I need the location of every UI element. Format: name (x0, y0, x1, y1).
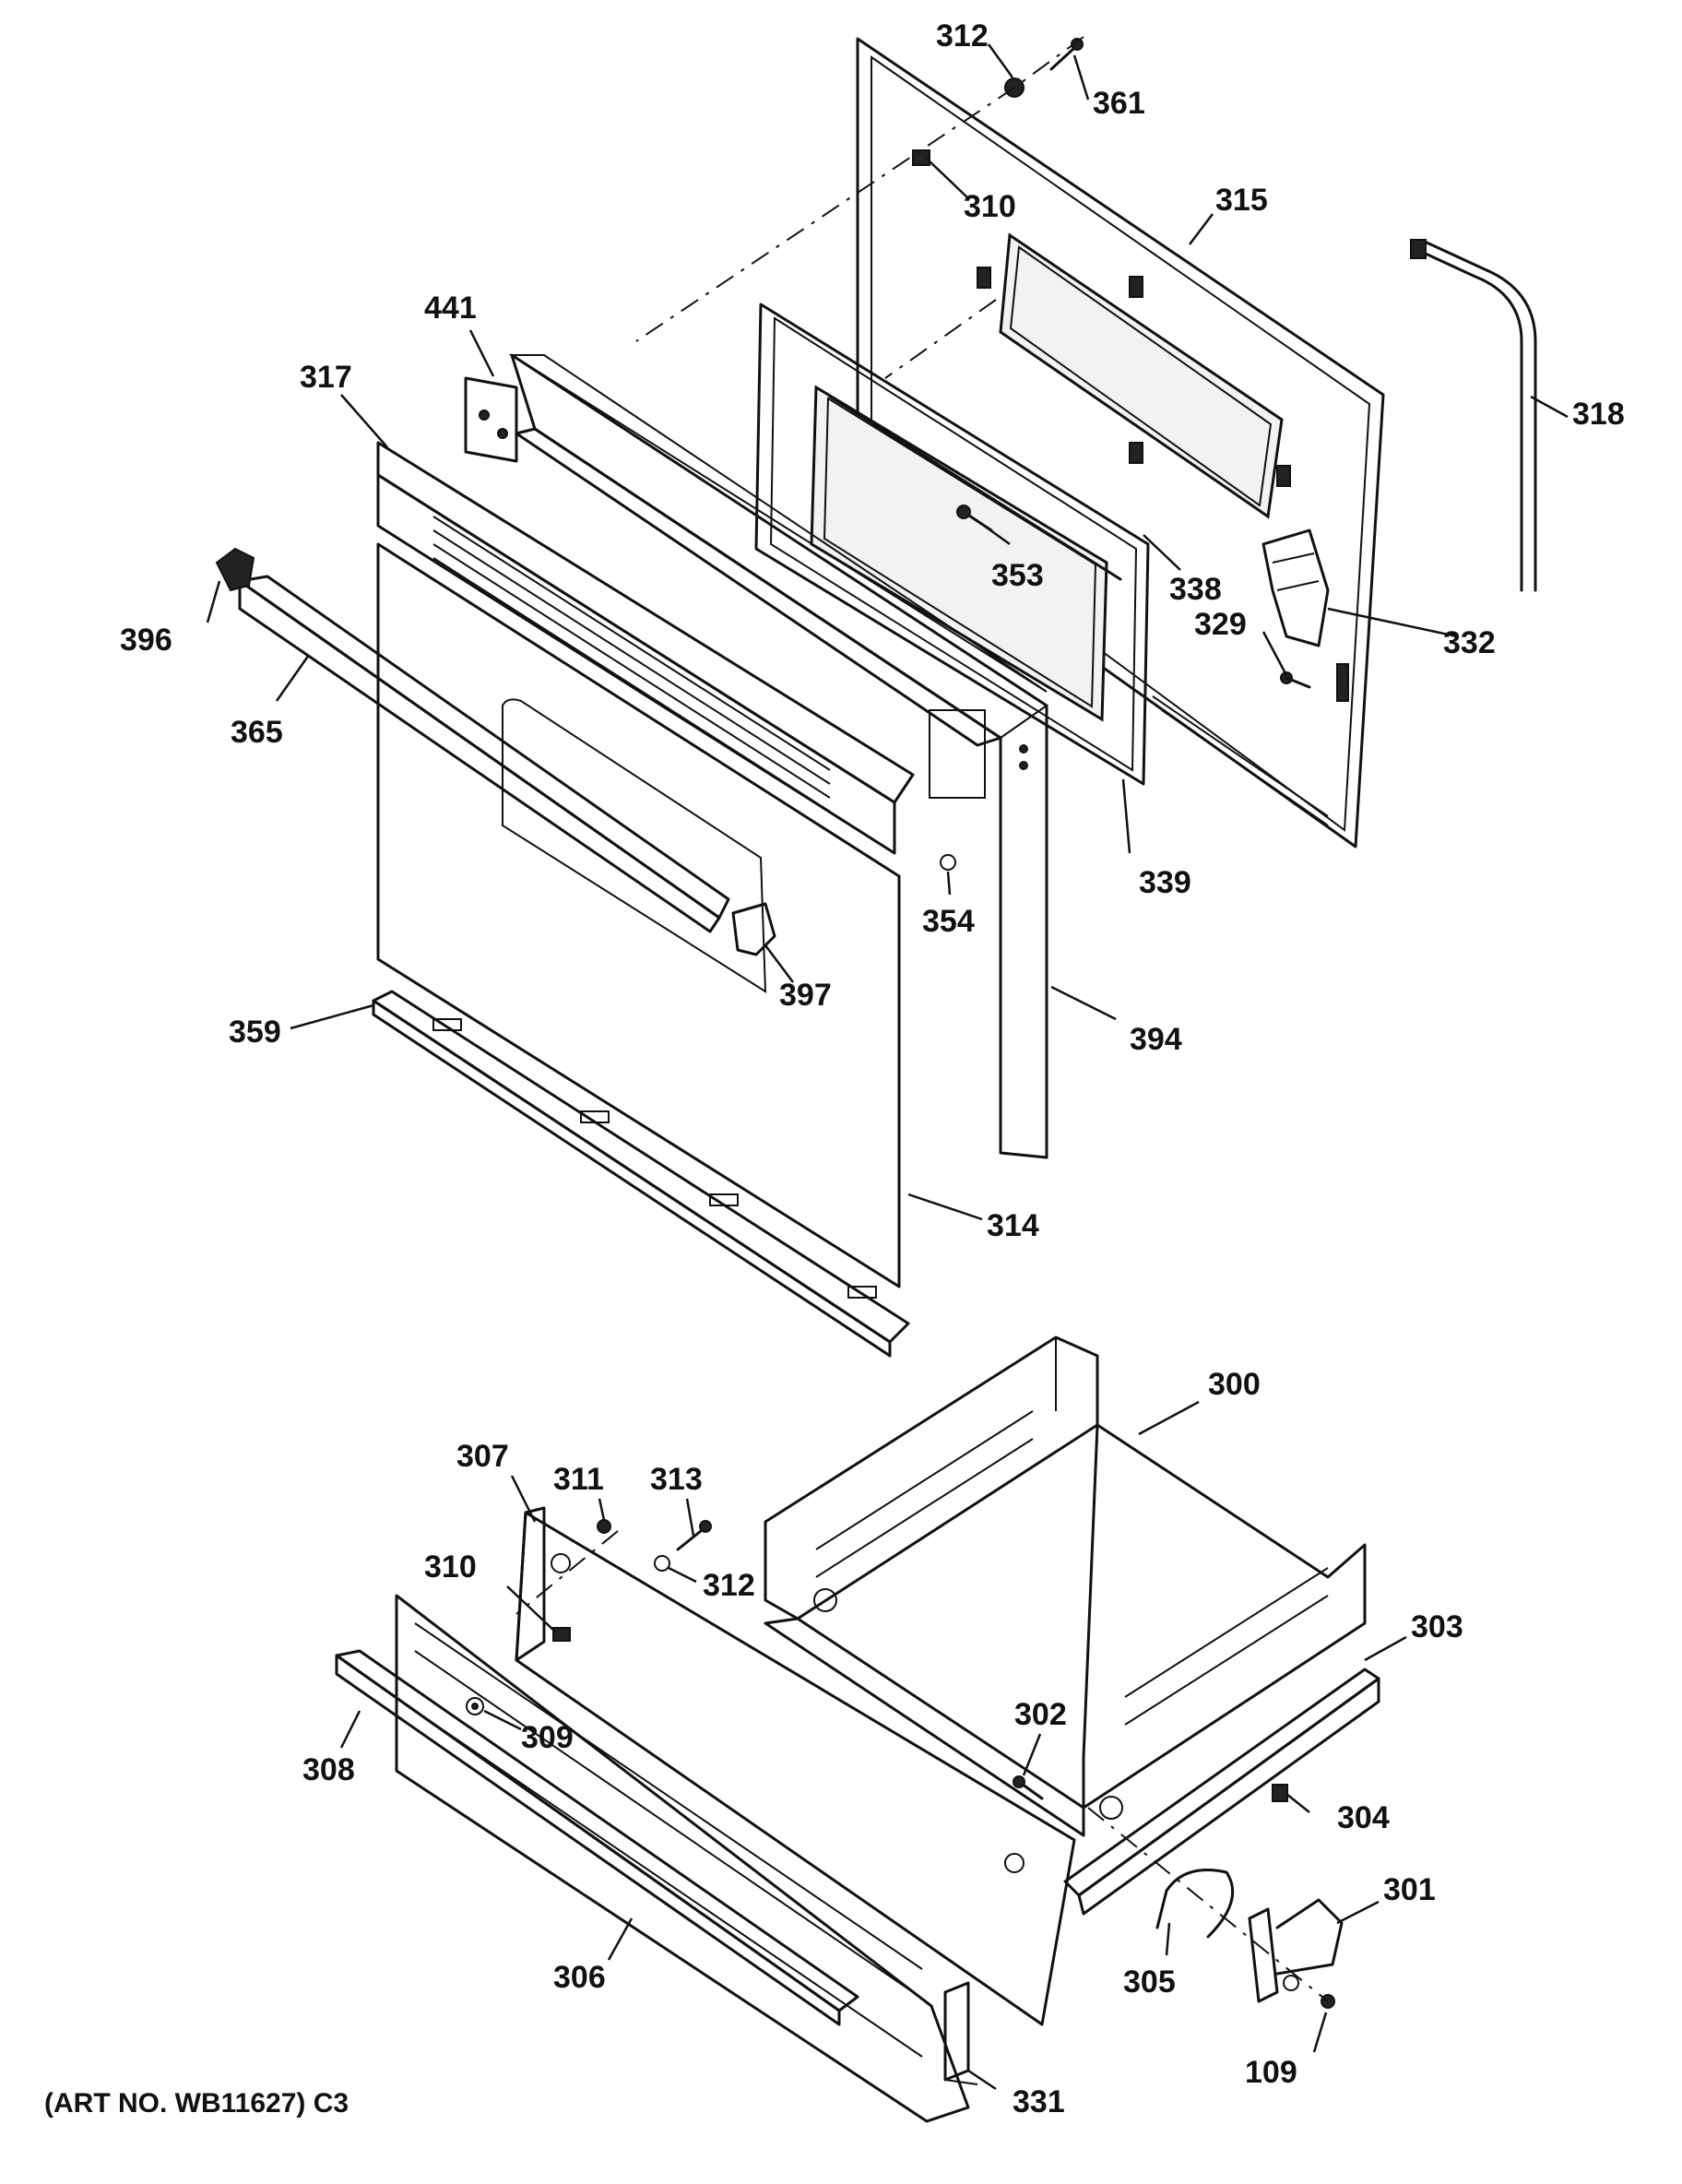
leader-lines (206, 43, 1569, 2091)
spacer-310-bottom (552, 1627, 571, 1642)
door-liner-394 (508, 353, 1048, 1159)
callout-310-drawer: 310 (424, 1549, 477, 1585)
spacer-310-top (912, 149, 930, 166)
callout-338: 338 (1169, 572, 1222, 607)
callout-312: 312 (936, 18, 989, 53)
screw-353 (956, 504, 993, 532)
screw-313 (676, 1520, 712, 1551)
glass-frame-338 (828, 395, 1122, 581)
end-cap-397 (731, 902, 776, 956)
callout-312-drawer: 312 (703, 1568, 755, 1603)
callout-361: 361 (1093, 86, 1145, 121)
callout-353: 353 (991, 558, 1044, 593)
callout-365: 365 (231, 715, 283, 750)
callout-310: 310 (964, 189, 1016, 224)
callout-314: 314 (987, 1208, 1039, 1243)
bracket-331 (943, 1981, 978, 2085)
callout-308: 308 (302, 1752, 355, 1787)
bracket-301 (1248, 1898, 1344, 2003)
drawer-inner-panel-307 (515, 1506, 1076, 2026)
hinge-441 (464, 376, 518, 463)
callout-394: 394 (1130, 1022, 1182, 1057)
clip-354 (940, 854, 956, 871)
callout-313: 313 (650, 1462, 703, 1497)
roller-304 (1272, 1784, 1288, 1802)
screw-309 (466, 1697, 484, 1715)
callout-109: 109 (1245, 2055, 1297, 2090)
callout-302: 302 (1014, 1697, 1067, 1732)
pin-302 (1013, 1775, 1044, 1800)
handle-365 (238, 575, 730, 933)
callout-397: 397 (779, 978, 832, 1013)
callout-labels: 312 361 310 315 318 441 317 353 338 329 … (120, 18, 1625, 2119)
callout-332: 332 (1443, 625, 1496, 660)
nut-311 (597, 1519, 611, 1534)
callout-359: 359 (229, 1015, 281, 1050)
trim-308 (335, 1649, 859, 2026)
callout-339: 339 (1139, 865, 1191, 900)
callout-303: 303 (1411, 1609, 1463, 1644)
art-number-caption: (ART NO. WB11627) C3 (44, 2088, 349, 2119)
callout-301: 301 (1383, 1872, 1436, 1907)
callout-396: 396 (120, 623, 172, 658)
nut-312-bottom (654, 1555, 670, 1572)
drawer-front-306 (395, 1594, 970, 2123)
callout-309: 309 (521, 1720, 574, 1755)
drawer-box-300 (764, 1335, 1367, 1837)
insulation-block-332 (1262, 528, 1330, 647)
callout-311: 311 (553, 1462, 604, 1497)
callout-307: 307 (456, 1439, 509, 1474)
callout-331: 331 (1013, 2084, 1065, 2119)
inner-frame-339 (754, 303, 1150, 786)
vent-trim-317 (376, 441, 915, 855)
callout-305: 305 (1123, 1964, 1176, 2000)
end-cap-396 (215, 547, 255, 592)
gasket-318 (1410, 239, 1537, 592)
screw-329 (1280, 671, 1311, 689)
callout-315: 315 (1215, 183, 1268, 218)
callout-441: 441 (424, 291, 477, 326)
callout-306: 306 (553, 1960, 606, 1995)
callout-318: 318 (1572, 397, 1625, 432)
callout-300: 300 (1208, 1367, 1261, 1402)
screw-361 (1049, 38, 1084, 71)
callout-317: 317 (300, 360, 352, 395)
callout-354: 354 (922, 904, 975, 939)
bottom-trim-359 (372, 990, 910, 1358)
callout-304: 304 (1337, 1800, 1390, 1835)
callout-329: 329 (1194, 607, 1247, 642)
outer-door-panel-315 (856, 37, 1385, 849)
drawer-rail-303 (1063, 1668, 1380, 1916)
